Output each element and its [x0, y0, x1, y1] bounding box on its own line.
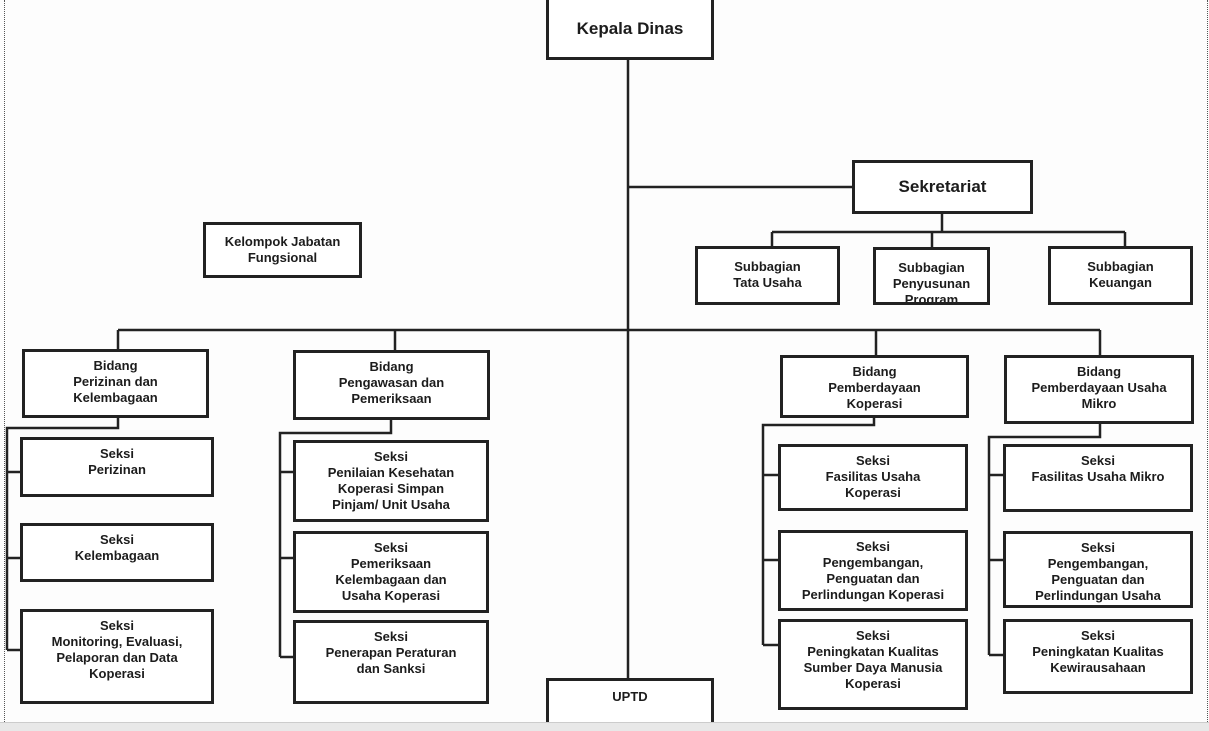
line-bidang — [116, 328, 1102, 355]
seksi-pemeriksaan-box: Seksi Pemeriksaan Kelembagaan dan Usaha … — [293, 531, 489, 613]
seksi-perizinan-box: Seksi Perizinan — [20, 437, 214, 497]
bidang-pengawasan-box: Bidang Pengawasan dan Pemeriksaan — [293, 350, 490, 420]
seksi-fasilitas-usaha-koperasi-box: Seksi Fasilitas Usaha Koperasi — [778, 444, 968, 511]
kepala-dinas-box: Kepala Dinas — [546, 0, 714, 60]
seksi-pengembangan-usaha-box: Seksi Pengembangan, Penguatan dan Perlin… — [1003, 531, 1193, 608]
sekretariat-box: Sekretariat — [852, 160, 1033, 214]
uptd-box: UPTD — [546, 678, 714, 730]
seksi-pengembangan-koperasi-box: Seksi Pengembangan, Penguatan dan Perlin… — [778, 530, 968, 611]
line-seksi-2 — [278, 420, 393, 659]
line-seksi-4 — [987, 424, 1102, 657]
line-seksi-1 — [5, 418, 120, 652]
subbagian-penyusunan-program-box: Subbagian Penyusunan Program — [873, 247, 990, 305]
kelompok-jabatan-fungsional-box: Kelompok Jabatan Fungsional — [203, 222, 362, 278]
seksi-fasilitas-usaha-mikro-box: Seksi Fasilitas Usaha Mikro — [1003, 444, 1193, 512]
line-subbagian — [770, 214, 1127, 247]
seksi-penilaian-kesehatan-box: Seksi Penilaian Kesehatan Koperasi Simpa… — [293, 440, 489, 522]
line-seksi-3 — [761, 418, 876, 647]
subbagian-tata-usaha-box: Subbagian Tata Usaha — [695, 246, 840, 305]
right-border — [1207, 0, 1208, 722]
seksi-monitoring-box: Seksi Monitoring, Evaluasi, Pelaporan da… — [20, 609, 214, 704]
subbagian-keuangan-box: Subbagian Keuangan — [1048, 246, 1193, 305]
bidang-perizinan-box: Bidang Perizinan dan Kelembagaan — [22, 349, 209, 418]
seksi-sdm-koperasi-box: Seksi Peningkatan Kualitas Sumber Daya M… — [778, 619, 968, 710]
seksi-kelembagaan-box: Seksi Kelembagaan — [20, 523, 214, 582]
seksi-kewirausahaan-box: Seksi Peningkatan Kualitas Kewirausahaan — [1003, 619, 1193, 694]
left-border — [4, 0, 5, 722]
bidang-pemberdayaan-koperasi-box: Bidang Pemberdayaan Koperasi — [780, 355, 969, 418]
seksi-penerapan-peraturan-box: Seksi Penerapan Peraturan dan Sanksi — [293, 620, 489, 704]
bidang-usaha-mikro-box: Bidang Pemberdayaan Usaha Mikro — [1004, 355, 1194, 424]
bottom-scrollbar[interactable] — [0, 722, 1209, 731]
